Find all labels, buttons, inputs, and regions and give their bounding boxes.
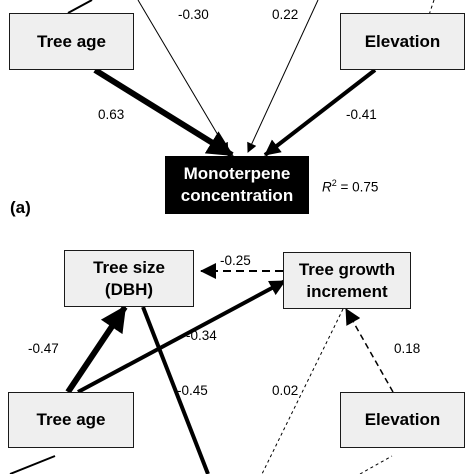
- path-top-right-to-monoterpene: [247, 0, 319, 153]
- path-bottom-left-stub: [9, 455, 56, 474]
- node-tree-age-b-label: Tree age: [36, 410, 106, 429]
- coef-age-to-growth: -0.34: [186, 328, 217, 343]
- node-elevation-a: Elevation: [340, 13, 465, 70]
- path-elevation-to-monoterpene: [263, 68, 377, 157]
- coef-elev-to-growth: 0.18: [394, 341, 421, 356]
- path-growth-downward: [261, 308, 344, 474]
- panel-label-a: (a): [10, 198, 31, 217]
- coef-size-downward: -0.45: [177, 383, 208, 398]
- coef-growth-downward: 0.02: [272, 383, 299, 398]
- r-squared-value: = 0.75: [336, 179, 379, 195]
- path-bottom-right-dashed-stub: [359, 455, 393, 474]
- node-tree-age-a: Tree age: [9, 13, 134, 70]
- node-tree-size-line2: (DBH): [104, 279, 154, 299]
- coef-growth-to-size: -0.25: [220, 253, 251, 268]
- coef-age-to-mono: 0.63: [98, 107, 125, 122]
- path-size-downward: [141, 306, 210, 474]
- coef-top-right-to-mono: 0.22: [272, 7, 299, 22]
- coef-elev-to-mono: -0.41: [346, 107, 377, 122]
- node-tree-growth-line1: Tree growth: [298, 259, 396, 279]
- node-monoterpene: Monoterpene concentration: [165, 156, 309, 214]
- path-age-to-size: [65, 305, 128, 394]
- path-top-left-to-monoterpene: [137, 0, 229, 153]
- node-tree-age-a-label: Tree age: [37, 31, 106, 51]
- node-monoterpene-line1: Monoterpene: [183, 164, 291, 183]
- node-tree-size-line1: Tree size: [93, 257, 165, 277]
- node-elevation-b: Elevation: [340, 392, 465, 448]
- node-tree-growth: Tree growth increment: [283, 252, 411, 309]
- r-squared-exponent: 2: [331, 178, 337, 188]
- path-top-left-stub: [67, 0, 93, 14]
- node-tree-growth-line2: increment: [306, 281, 388, 301]
- path-elevation-to-growth: [345, 308, 394, 393]
- r-squared-symbol: R: [322, 179, 332, 195]
- coef-age-to-size: -0.47: [28, 341, 59, 356]
- coef-top-left-to-mono: -0.30: [178, 7, 209, 22]
- node-elevation-a-label: Elevation: [364, 31, 441, 51]
- node-tree-size: Tree size (DBH): [64, 250, 194, 307]
- path-age-to-monoterpene: [93, 67, 234, 158]
- node-tree-age-b: Tree age: [8, 392, 134, 448]
- r-squared: R2 = 0.75: [322, 178, 378, 195]
- node-monoterpene-line2: concentration: [180, 186, 294, 205]
- path-age-to-growth: [77, 279, 286, 394]
- node-elevation-b-label: Elevation: [364, 410, 441, 429]
